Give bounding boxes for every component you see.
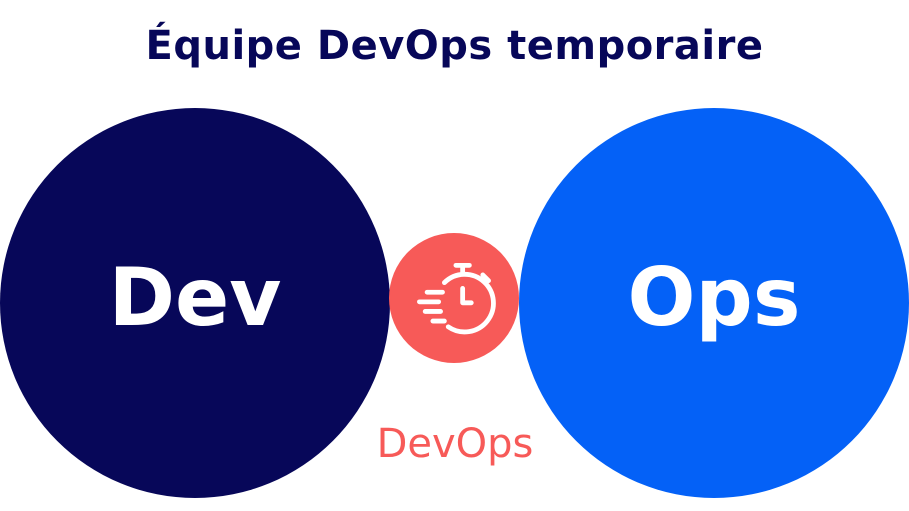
- dev-label: Dev: [108, 250, 282, 344]
- devops-label: DevOps: [376, 421, 534, 467]
- ops-label: Ops: [627, 250, 801, 344]
- dev-circle: Dev: [0, 108, 390, 498]
- ops-circle: Ops: [519, 108, 909, 498]
- stopwatch-fast-icon: [417, 262, 496, 335]
- diagram-title: Équipe DevOps temporaire: [145, 23, 764, 69]
- devops-center-circle: [389, 233, 519, 363]
